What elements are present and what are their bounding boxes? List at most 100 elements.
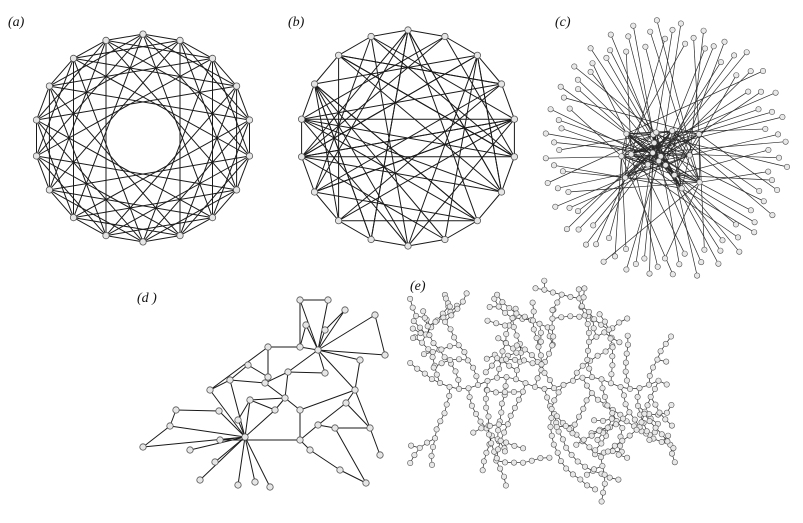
node xyxy=(461,349,468,356)
node xyxy=(710,43,717,50)
node xyxy=(529,360,536,367)
node xyxy=(774,187,781,194)
node xyxy=(736,248,743,255)
node xyxy=(607,47,614,54)
node xyxy=(251,478,259,486)
node xyxy=(485,413,492,420)
node xyxy=(581,312,588,319)
node xyxy=(544,180,551,187)
node xyxy=(410,318,417,325)
node xyxy=(296,436,304,444)
edge xyxy=(237,399,251,421)
node xyxy=(634,393,641,400)
node xyxy=(569,471,576,478)
node xyxy=(494,291,501,298)
node xyxy=(45,82,54,90)
panel-label-d: (d ) xyxy=(137,291,157,306)
node xyxy=(482,395,489,402)
edge xyxy=(660,156,740,252)
edge xyxy=(627,36,654,135)
node xyxy=(657,153,664,160)
node xyxy=(550,162,557,169)
node xyxy=(668,401,675,408)
node xyxy=(575,86,582,93)
node xyxy=(537,329,544,336)
edge xyxy=(105,39,250,121)
node xyxy=(473,373,480,380)
edge xyxy=(209,346,269,391)
node xyxy=(503,374,510,381)
node xyxy=(554,299,561,306)
node xyxy=(583,382,590,389)
node xyxy=(528,352,535,359)
edge xyxy=(244,436,256,483)
node xyxy=(500,473,507,480)
edge xyxy=(674,41,725,176)
node xyxy=(494,446,501,453)
edge xyxy=(674,149,769,176)
node xyxy=(486,303,493,310)
node xyxy=(32,152,41,160)
node xyxy=(569,430,576,437)
node xyxy=(590,222,597,229)
edge xyxy=(36,119,213,219)
node xyxy=(331,424,339,432)
edge xyxy=(314,29,409,193)
node xyxy=(745,88,752,95)
node xyxy=(565,189,572,196)
node xyxy=(521,346,528,353)
node xyxy=(441,410,448,417)
node xyxy=(493,455,500,462)
node xyxy=(772,89,779,96)
node xyxy=(783,163,790,170)
node xyxy=(669,26,676,33)
node xyxy=(498,400,505,407)
edge xyxy=(105,85,237,236)
node xyxy=(446,343,453,350)
node xyxy=(652,401,659,408)
node xyxy=(696,179,703,186)
edge xyxy=(317,349,386,356)
edge xyxy=(338,54,515,158)
node xyxy=(588,432,595,439)
edge xyxy=(545,133,653,154)
node xyxy=(756,188,763,195)
edge xyxy=(314,83,409,247)
node xyxy=(302,321,310,329)
node xyxy=(459,298,466,305)
node xyxy=(593,241,600,248)
edge xyxy=(36,155,107,236)
node xyxy=(496,365,503,372)
node xyxy=(451,334,458,341)
edge xyxy=(317,349,356,391)
node xyxy=(668,422,675,429)
edge xyxy=(649,134,654,274)
node xyxy=(367,32,375,41)
node xyxy=(536,320,543,327)
node xyxy=(371,311,379,319)
node xyxy=(609,344,616,351)
node xyxy=(545,350,552,357)
node xyxy=(651,139,658,146)
edge xyxy=(672,130,760,192)
node xyxy=(588,374,595,381)
node xyxy=(102,36,110,45)
node xyxy=(581,463,588,470)
edge xyxy=(48,85,107,236)
node xyxy=(569,377,576,384)
node xyxy=(376,451,384,459)
edge xyxy=(655,29,673,133)
edge xyxy=(555,177,626,208)
node xyxy=(661,255,668,262)
node xyxy=(206,386,214,394)
node xyxy=(558,314,565,321)
node xyxy=(658,431,665,438)
node xyxy=(473,217,481,225)
edge xyxy=(624,133,627,178)
edge xyxy=(249,397,286,401)
node xyxy=(667,333,674,340)
panel-a-network xyxy=(32,30,254,246)
node xyxy=(484,387,491,394)
node xyxy=(587,45,594,52)
